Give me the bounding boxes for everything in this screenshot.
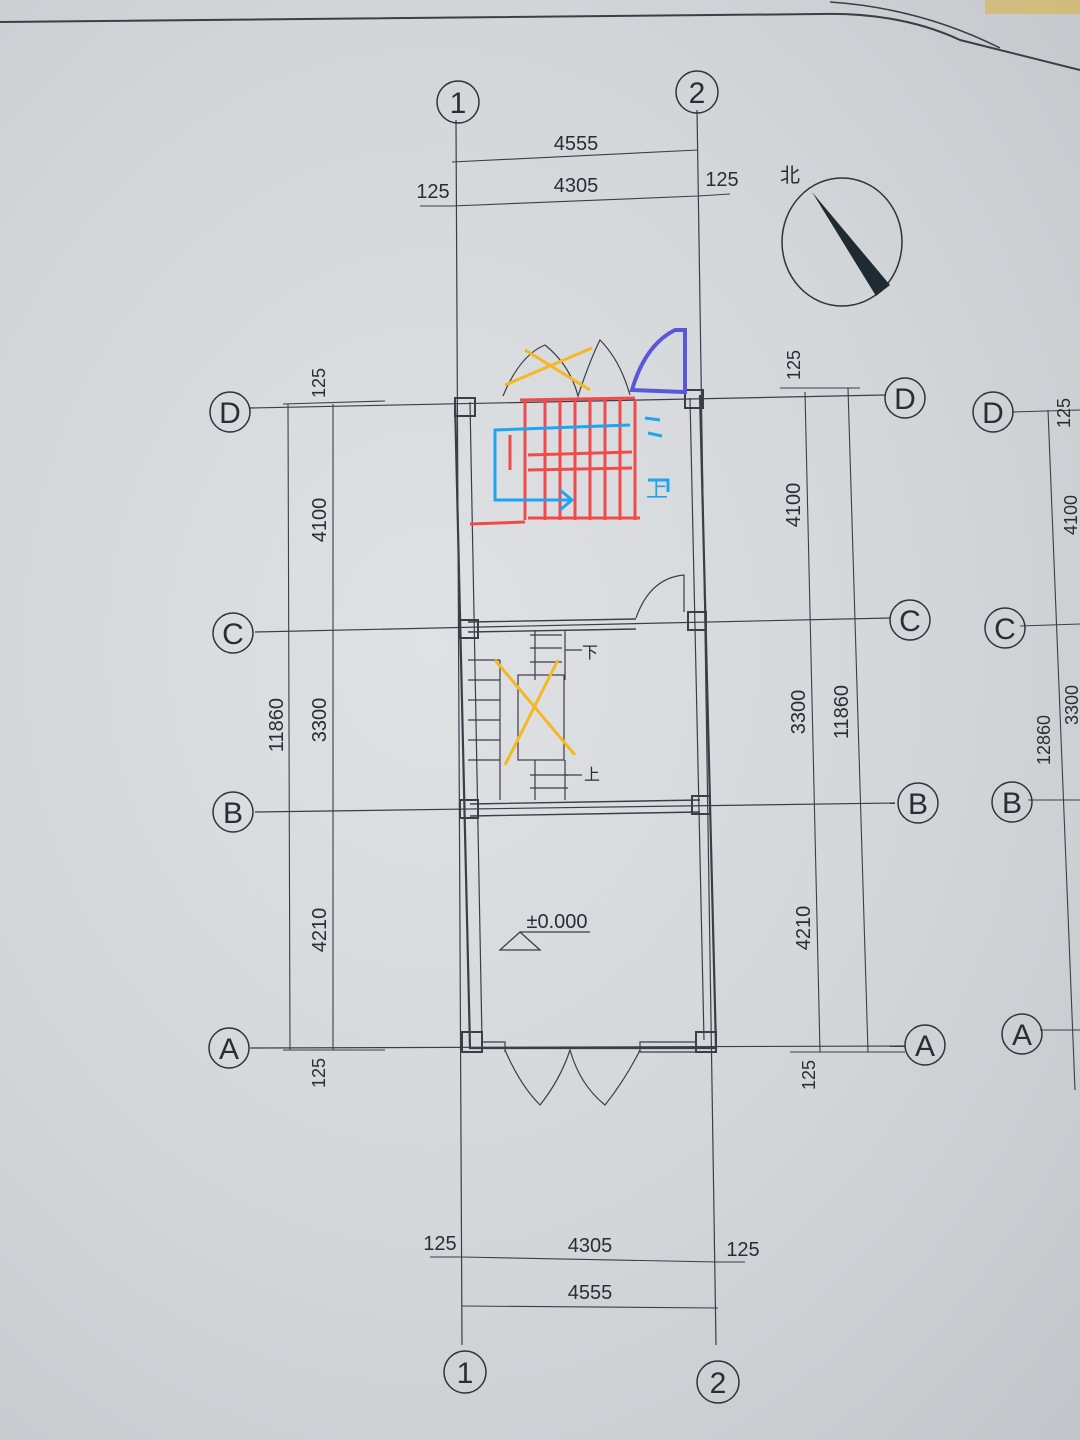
sheet-border-line — [0, 12, 1080, 71]
axis-d-right-bubble — [884, 377, 926, 419]
axis-a-adjacent-label: A — [1012, 1019, 1032, 1052]
dim-adjacent-total: 12860 — [1034, 715, 1054, 765]
cross-out-mark — [493, 346, 593, 766]
axis-1-bottom-label: 1 — [457, 1357, 474, 1390]
axis-line-D — [249, 394, 886, 409]
dim-bottom-overall: 4555 — [568, 1282, 613, 1304]
axis-2-top-bubble — [675, 70, 719, 114]
dim-right-total: 11860 — [831, 685, 853, 739]
axis-b-right-bubble — [897, 782, 939, 824]
axis-d-right-label: D — [894, 383, 916, 416]
dim-top-clear: 4305 — [554, 175, 599, 197]
dim-top-right-offset: 125 — [705, 169, 738, 191]
dim-left-top-offset: 125 — [309, 368, 329, 398]
north-label: 北 — [780, 164, 800, 187]
axis-b-adjacent-label: B — [1002, 787, 1022, 820]
stair-up-label: 上 — [584, 766, 600, 784]
dim-right-d-to-c: 4100 — [783, 483, 805, 528]
dimension-line-top — [420, 149, 731, 207]
column — [454, 397, 476, 417]
sketch-up-label: 上 — [646, 478, 668, 503]
axis-b-left-label: B — [223, 797, 243, 830]
axis-a-right-bubble — [904, 1024, 946, 1066]
column — [691, 795, 711, 815]
dim-left-b-to-a: 4210 — [309, 908, 331, 953]
dim-adjacent-d-to-c: 4100 — [1061, 495, 1080, 535]
original-staircase — [468, 630, 582, 800]
interior-wall-C — [467, 618, 637, 633]
dimension-line-left — [282, 400, 386, 1051]
axis-d-adjacent-bubble — [972, 391, 1014, 433]
axis-line-2 — [696, 109, 717, 1346]
walking-path-sketch — [493, 416, 670, 512]
dim-adjacent-c-to-b: 3300 — [1062, 685, 1080, 725]
dim-top-overall: 4555 — [554, 133, 599, 155]
north-arrow-icon — [781, 177, 903, 307]
entrance-door — [504, 1047, 641, 1106]
elevation-label: ±0.000 — [526, 911, 587, 933]
dim-top-left-offset: 125 — [416, 181, 449, 203]
door-top — [502, 338, 631, 399]
axis-2-bottom-bubble — [696, 1360, 740, 1404]
dim-left-c-to-b: 3300 — [309, 698, 331, 743]
dim-left-d-to-c: 4100 — [309, 498, 331, 543]
axis-2-bottom-label: 2 — [710, 1367, 727, 1400]
elevation-marker — [498, 931, 590, 951]
column — [684, 389, 704, 409]
axis-b-left-bubble — [212, 791, 254, 833]
door-relocation-sketch — [629, 328, 687, 395]
dim-adjacent-top-offset: 125 — [1054, 398, 1074, 428]
door-jamb — [482, 1041, 697, 1053]
axis-1-top-bubble — [436, 80, 480, 124]
axis-c-left-bubble — [212, 612, 254, 654]
axis-c-right-bubble — [889, 599, 931, 641]
axis-a-right-label: A — [915, 1030, 935, 1063]
dim-right-bottom-offset: 125 — [799, 1060, 819, 1090]
adjacent-plan-lines — [1011, 409, 1080, 1091]
column — [459, 619, 479, 639]
background-object — [985, 0, 1080, 14]
axis-a-left-label: A — [219, 1033, 239, 1066]
axis-a-adjacent-bubble — [1001, 1013, 1043, 1055]
dim-left-total: 11860 — [266, 698, 288, 752]
axis-line-C — [254, 617, 891, 633]
axis-d-adjacent-label: D — [982, 397, 1004, 430]
dimension-line-bottom — [430, 1256, 745, 1309]
dim-left-bottom-offset: 125 — [309, 1058, 329, 1088]
dim-right-c-to-b: 3300 — [788, 690, 810, 735]
axis-line-1 — [455, 119, 463, 1346]
interior-wall-B — [469, 799, 701, 817]
exterior-wall-inner — [469, 397, 705, 1041]
dim-right-top-offset: 125 — [784, 350, 804, 380]
axis-d-left-bubble — [209, 391, 251, 433]
sheet-border-line — [829, 1, 1001, 49]
axis-c-left-label: C — [222, 618, 244, 651]
axis-2-top-label: 2 — [689, 77, 706, 110]
axis-line-B — [254, 802, 896, 813]
column — [687, 611, 707, 631]
exterior-wall — [453, 394, 718, 1050]
axis-b-adjacent-bubble — [991, 781, 1033, 823]
axis-1-bottom-bubble — [443, 1350, 487, 1394]
dim-right-b-to-a: 4210 — [793, 906, 815, 951]
door-c — [635, 574, 685, 619]
dim-bottom-left-offset: 125 — [423, 1233, 456, 1255]
axis-1-top-label: 1 — [450, 87, 467, 120]
axis-a-left-bubble — [208, 1027, 250, 1069]
axis-b-right-label: B — [908, 788, 928, 821]
axis-c-right-label: C — [899, 605, 921, 638]
column — [459, 799, 479, 819]
axis-c-adjacent-bubble — [984, 607, 1026, 649]
axis-d-left-label: D — [219, 397, 241, 430]
axis-c-adjacent-label: C — [994, 613, 1016, 646]
stair-down-label: 下 — [582, 645, 598, 662]
dim-bottom-clear: 4305 — [568, 1235, 613, 1257]
dimension-line-right — [780, 387, 905, 1053]
dim-bottom-right-offset: 125 — [726, 1239, 759, 1261]
